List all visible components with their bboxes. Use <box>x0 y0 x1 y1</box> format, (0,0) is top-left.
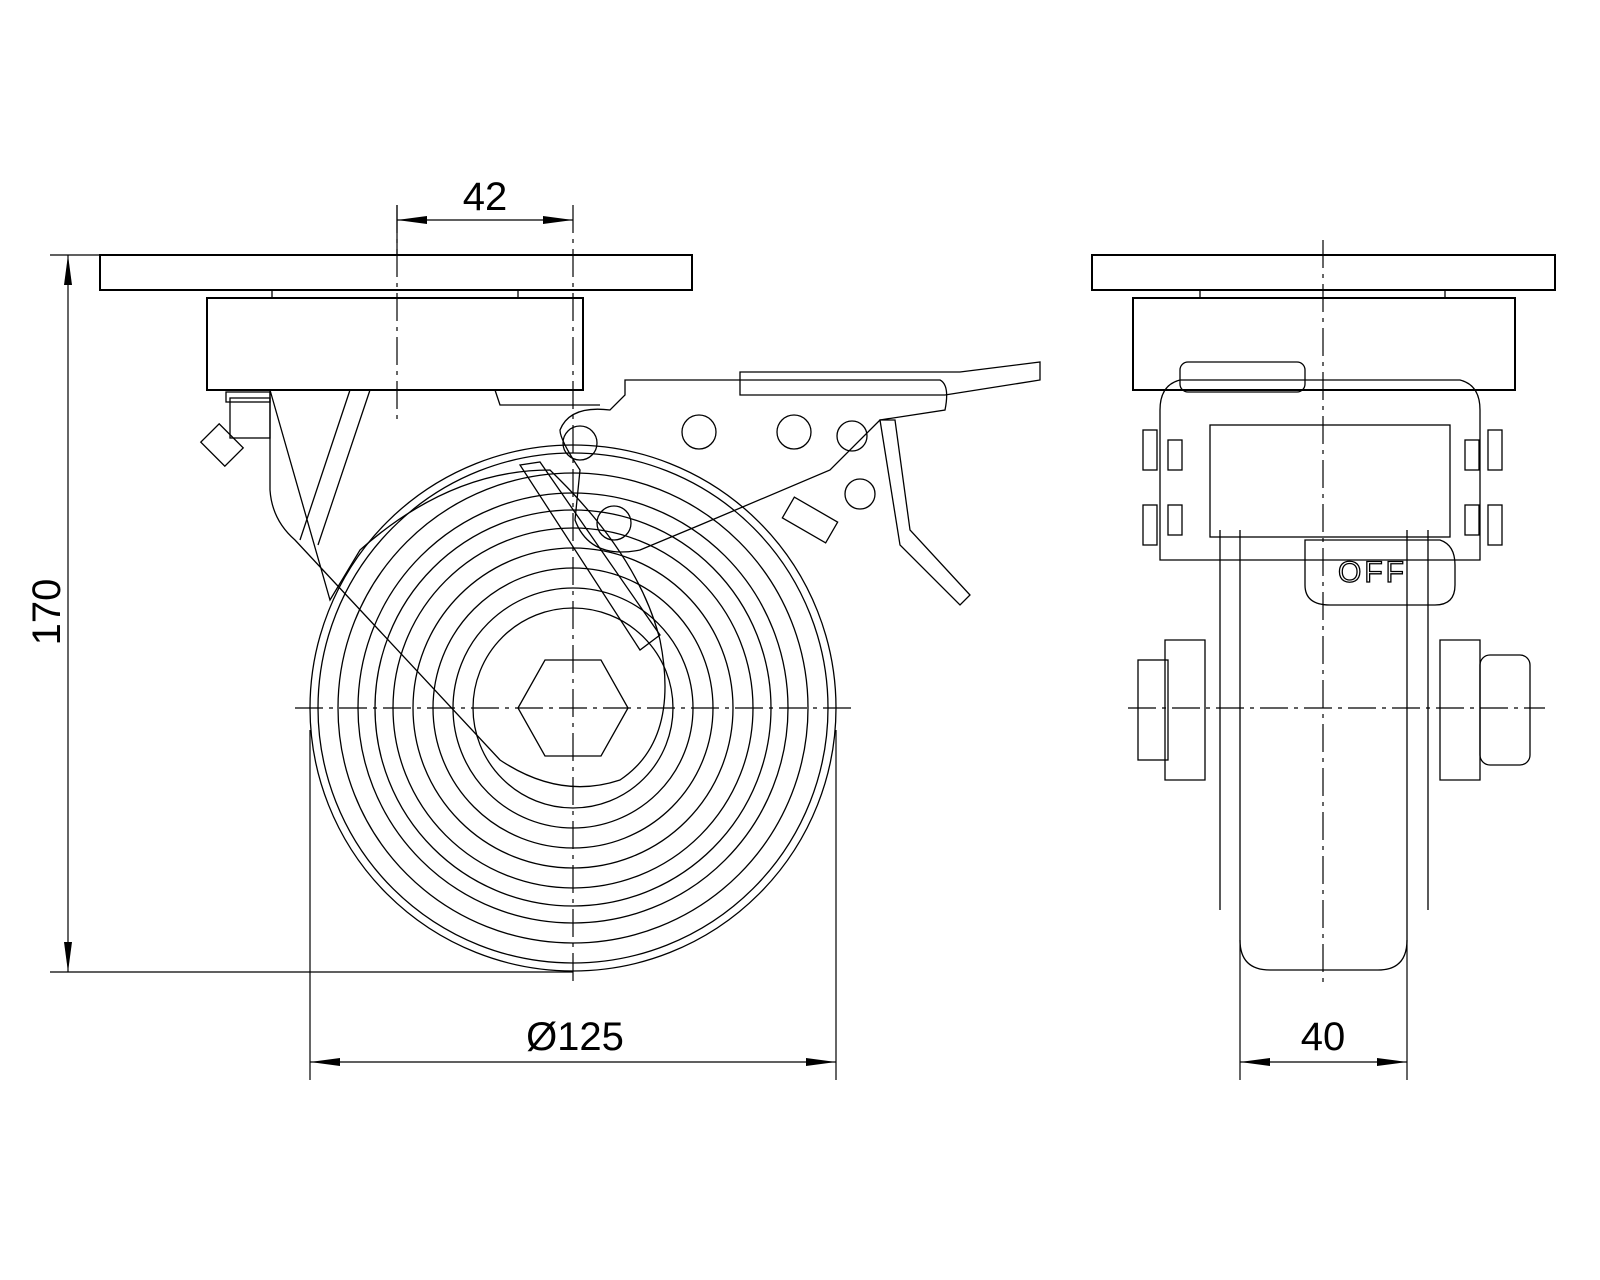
swivel-housing <box>206 297 584 391</box>
axle-nut <box>1137 659 1169 761</box>
swivel-housing <box>1132 297 1516 391</box>
dimension-height: 170 <box>25 254 573 973</box>
dimension-width-label: 40 <box>1301 1015 1346 1059</box>
brake-label: OFF <box>1338 556 1407 589</box>
fork-front <box>1159 379 1481 561</box>
grease-nipple <box>199 391 271 468</box>
dimension-offset-label: 42 <box>463 175 508 219</box>
swivel-collar <box>271 289 519 299</box>
wheel-front <box>1219 530 1429 971</box>
front-view: OFF <box>1091 240 1556 985</box>
dimension-diameter-label: Ø125 <box>526 1015 624 1059</box>
side-view <box>99 205 1041 985</box>
dimension-wheel-diameter: Ø125 <box>309 730 837 1080</box>
top-plate <box>99 254 693 291</box>
dimension-wheel-width: 40 <box>1239 940 1408 1080</box>
fork <box>269 389 666 788</box>
dimension-height-label: 170 <box>25 579 69 646</box>
dimension-offset: 42 <box>396 175 573 255</box>
axle-bolt <box>1479 654 1531 766</box>
brake-assembly <box>518 361 1041 651</box>
brake-pedal-front <box>1304 539 1456 606</box>
